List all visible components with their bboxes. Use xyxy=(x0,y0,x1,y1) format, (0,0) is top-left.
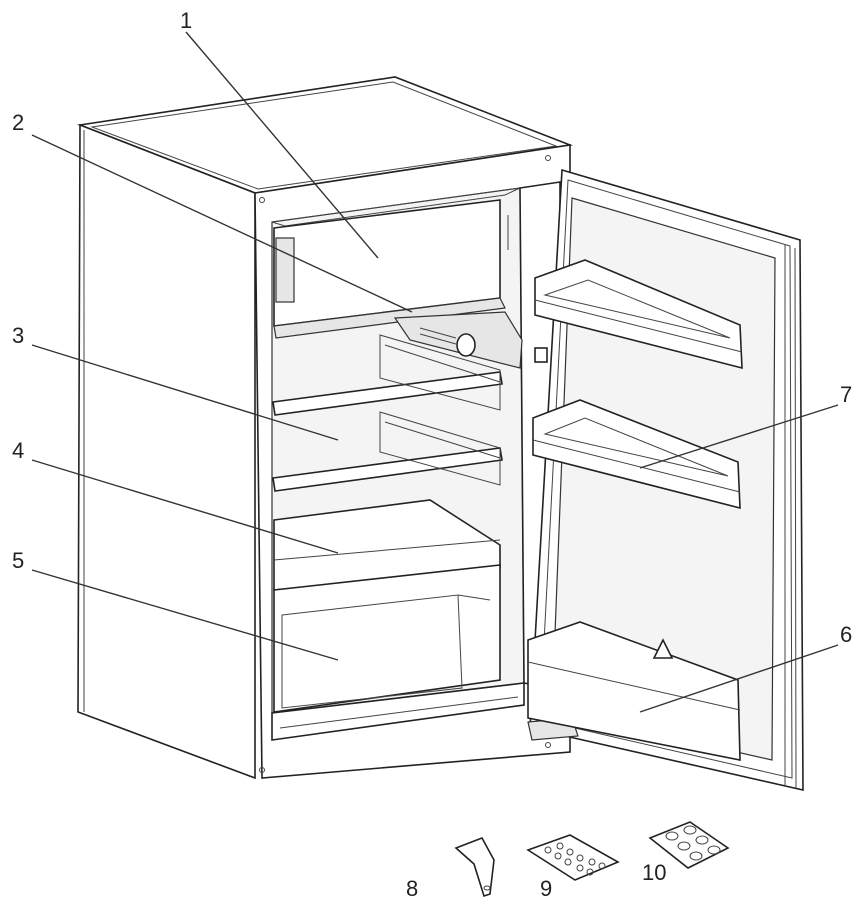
leader-lines xyxy=(31,31,839,713)
light-switch xyxy=(534,347,548,363)
cabinet-top-inner xyxy=(90,81,558,190)
leader-line-6 xyxy=(639,644,839,713)
glass-shelf-lower xyxy=(272,411,503,492)
freezer-compartment xyxy=(273,199,509,339)
crisper-cover xyxy=(273,499,501,591)
freezer-bottom-lip xyxy=(273,297,506,339)
thermostat-unit xyxy=(393,311,548,369)
callout-3: 3 xyxy=(12,323,24,348)
callout-6: 6 xyxy=(840,622,852,647)
leader-line-3 xyxy=(31,344,339,441)
bottle-retainer xyxy=(652,638,674,659)
callout-labels: 1 2 3 4 5 6 7 8 9 10 xyxy=(12,8,852,901)
crisper-drawer xyxy=(273,564,501,713)
cabinet-left-side xyxy=(77,123,256,780)
thermostat-knob xyxy=(456,333,476,357)
callout-1: 1 xyxy=(180,8,192,33)
door-shelf-upper xyxy=(534,259,743,370)
callout-9: 9 xyxy=(540,876,552,901)
leader-line-2 xyxy=(31,134,413,313)
callout-4: 4 xyxy=(12,438,24,463)
freezer-side-panel xyxy=(275,237,295,303)
glass-shelf-upper xyxy=(272,334,503,416)
ice-cube-tray xyxy=(526,834,620,881)
egg-tray xyxy=(648,821,730,869)
callout-10: 10 xyxy=(642,860,666,885)
leader-line-5 xyxy=(31,569,339,661)
door-shelf-middle xyxy=(532,399,741,510)
leader-line-4 xyxy=(31,459,339,554)
leader-line-1 xyxy=(185,31,379,259)
callout-8: 8 xyxy=(406,876,418,901)
leader-line-7 xyxy=(639,404,839,469)
callout-5: 5 xyxy=(12,548,24,573)
callout-2: 2 xyxy=(12,110,24,135)
ice-scraper xyxy=(454,837,495,898)
callout-7: 7 xyxy=(840,382,852,407)
cabinet-base-strip xyxy=(271,682,525,741)
door-shelf-bottom xyxy=(527,621,741,761)
